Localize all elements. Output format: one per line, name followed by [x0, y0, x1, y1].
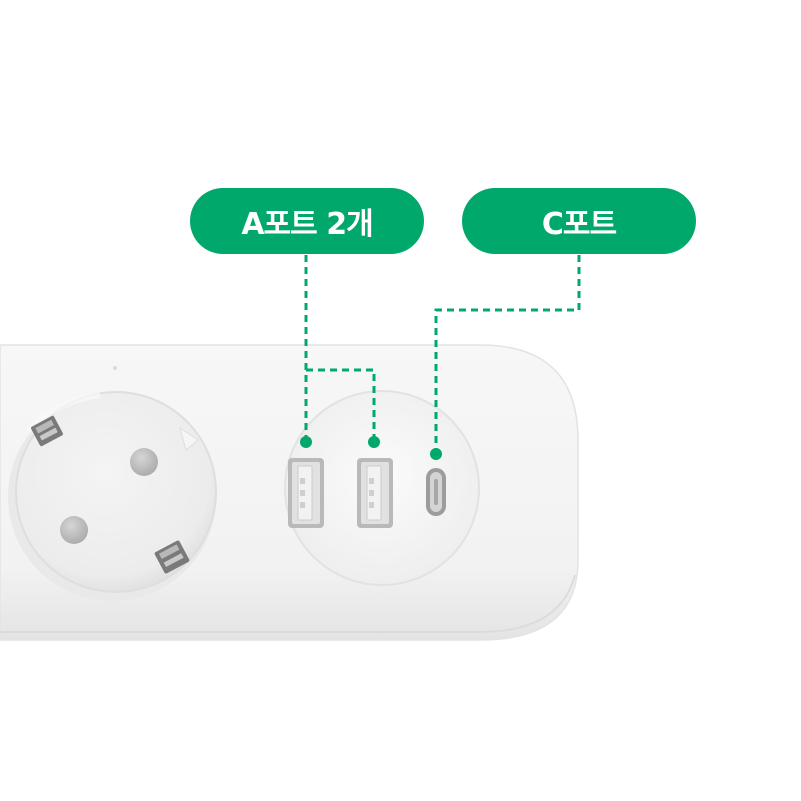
earth-clip-top	[31, 415, 63, 447]
earth-clip-bottom	[154, 540, 190, 574]
a-port-label: A포트 2개	[190, 188, 424, 254]
usb-a-port-icon	[288, 458, 324, 528]
usb-c-port-icon	[426, 468, 446, 516]
usb-a-port-icon	[357, 458, 393, 528]
c-port-leader-line	[434, 255, 581, 452]
pin-hole-left	[60, 516, 88, 544]
c-port-marker	[430, 448, 442, 460]
pin-hole-right	[130, 448, 158, 476]
a-port-1-marker	[300, 436, 312, 448]
a-port-2-marker	[368, 436, 380, 448]
c-port-label: C포트	[462, 188, 696, 254]
schuko-socket-icon	[8, 391, 217, 601]
